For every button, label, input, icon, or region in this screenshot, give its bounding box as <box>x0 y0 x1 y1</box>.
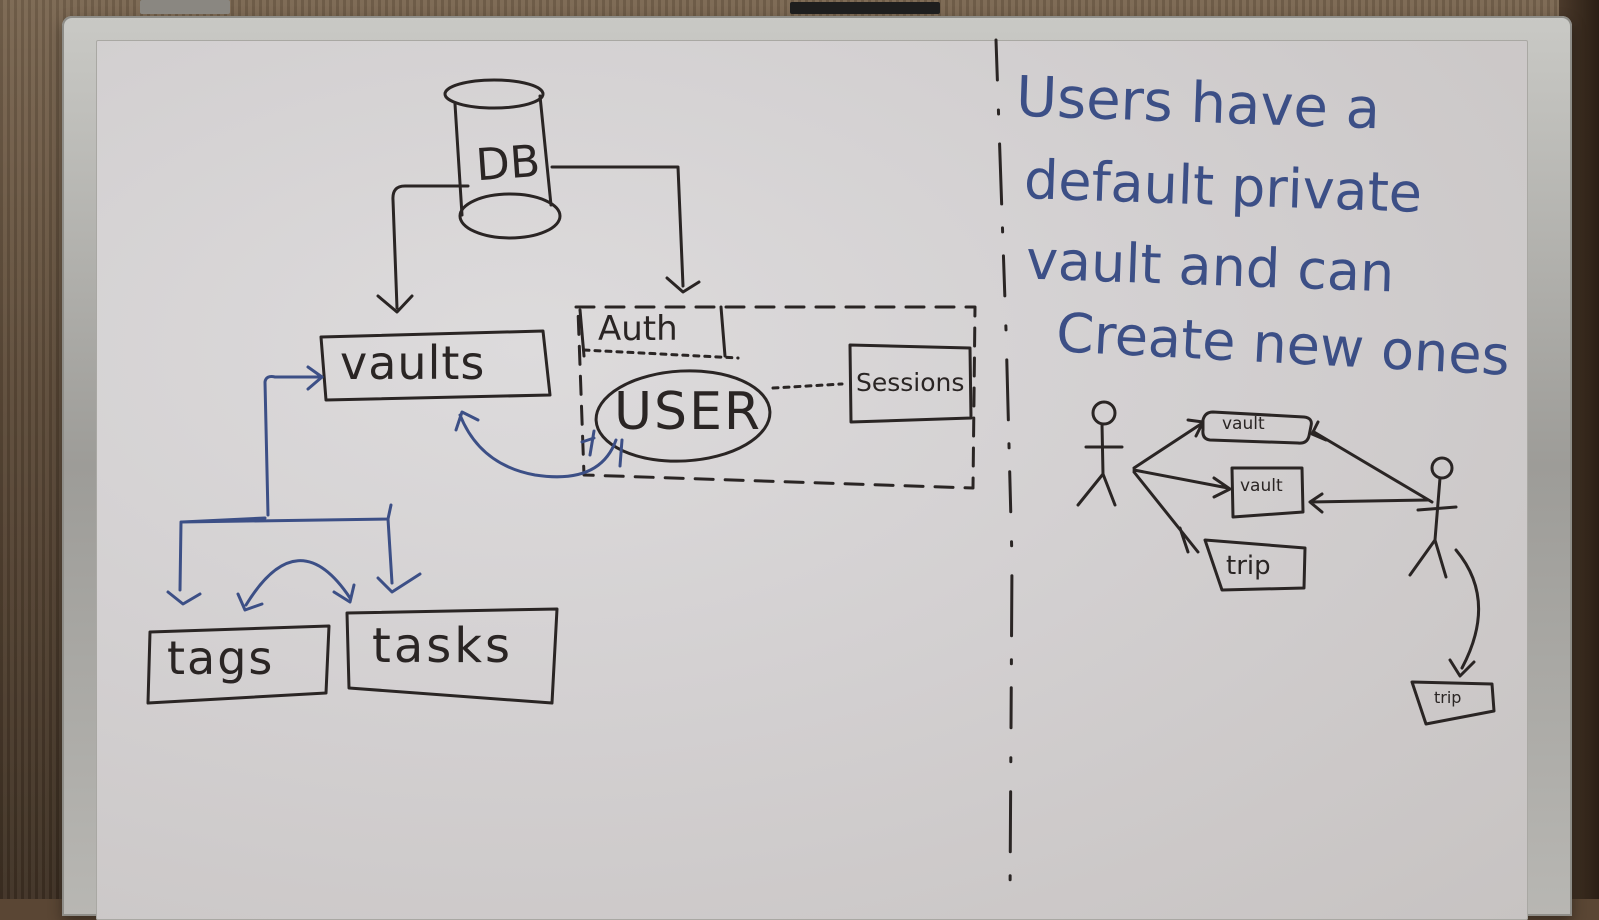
user-label: USER <box>614 382 763 442</box>
sketch-box-top <box>1201 410 1313 445</box>
sketch-top-label: vault <box>1222 414 1265 434</box>
tree-branch-right <box>376 517 422 594</box>
sketch-bottom-label: trip <box>1226 551 1271 581</box>
database-cylinder <box>443 78 562 240</box>
whiteboard-surface <box>96 40 1528 920</box>
auth-tab-left <box>578 308 586 358</box>
frame-clip-left <box>140 0 230 14</box>
tree-branch-horizontal <box>178 503 393 592</box>
tags-label: tags <box>167 631 275 685</box>
sketch-box-middle <box>1230 466 1305 519</box>
tags-tasks-arc <box>236 559 356 612</box>
tags-box <box>146 624 331 705</box>
sketch-far-label: trip <box>1434 688 1462 707</box>
sessions-box <box>848 343 973 424</box>
sketch-arrows <box>1132 418 1434 554</box>
sketch-middle-label: vault <box>1240 476 1283 496</box>
divider-line <box>994 38 1014 899</box>
user-ellipse <box>594 369 772 463</box>
user-sessions-link <box>771 382 844 390</box>
auth-region-border <box>574 305 977 490</box>
auth-tab-bottom <box>582 348 740 360</box>
db-label: DB <box>474 135 542 192</box>
vaults-label: vaults <box>340 336 486 390</box>
frame-clip-center <box>790 2 940 14</box>
sketch-box-bottom <box>1203 538 1307 592</box>
tasks-box <box>345 607 559 705</box>
tree-arrow-left <box>166 590 202 606</box>
vaults-box <box>319 329 552 402</box>
vaults-tree-trunk <box>263 365 324 517</box>
stick-figure-right <box>1408 456 1458 579</box>
user-to-vaults-arrow <box>454 410 618 479</box>
stick-figure-left <box>1076 400 1124 507</box>
user-arrow-ticks <box>580 429 624 468</box>
db-to-auth-arrow <box>550 165 701 294</box>
tasks-label: tasks <box>372 618 514 674</box>
auth-tab-right <box>719 305 727 358</box>
note-line-3: vault and can <box>1025 228 1396 305</box>
auth-label: Auth <box>598 309 678 349</box>
sketch-arc-down <box>1448 548 1480 678</box>
sketch-box-far <box>1410 680 1496 726</box>
whiteboard-drawing <box>146 38 1496 899</box>
sessions-label: Sessions <box>856 368 965 397</box>
note-line-2: default private <box>1023 148 1424 225</box>
db-to-vaults-arrow <box>376 184 470 314</box>
note-line-1: Users have a <box>1014 64 1382 143</box>
